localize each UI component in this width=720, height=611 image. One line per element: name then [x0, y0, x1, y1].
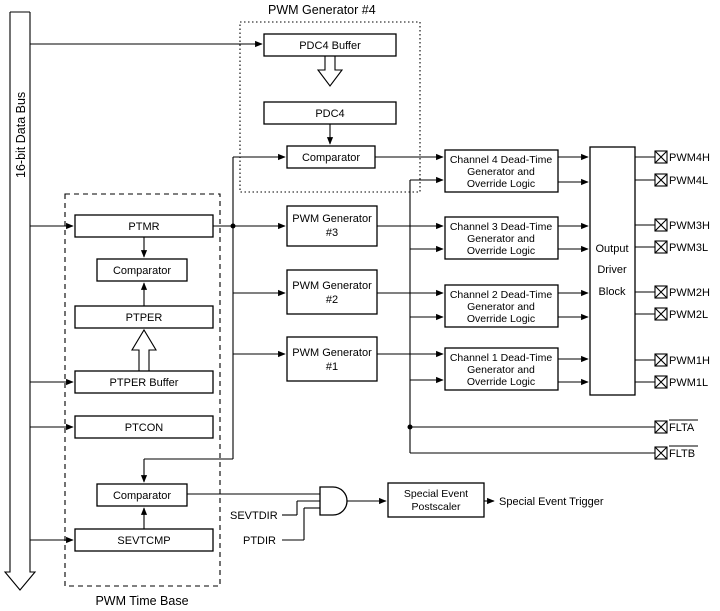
- data-bus-label: 16-bit Data Bus: [14, 92, 28, 178]
- ch1-line1: Channel 1 Dead-Time: [450, 352, 552, 364]
- output-pins: PWM4H PWM4L PWM3H PWM3L PWM2H PWM2L PWM1…: [635, 150, 710, 460]
- sevtdir-label: SEVTDIR: [230, 510, 278, 522]
- ch3-line3: Override Logic: [467, 245, 535, 257]
- ch1-line2: Generator and: [467, 364, 535, 376]
- comparator-tb-label: Comparator: [113, 265, 171, 277]
- channel-1-block: Channel 1 Dead-Time Generator and Overri…: [444, 347, 559, 391]
- postscaler-block: [387, 482, 485, 518]
- transfer-arrow-pdc4: [316, 56, 344, 87]
- pwm-generator-4-group: PWM Generator #4 PDC4 Buffer PDC4 Compar…: [239, 3, 421, 193]
- pin-pwm3l: PWM3L: [654, 240, 708, 254]
- pin-pwm4h-label: PWM4H: [669, 152, 710, 164]
- gen1-line2: #1: [326, 361, 338, 373]
- ptper-label: PTPER: [126, 312, 163, 324]
- pin-pwm4l-label: PWM4L: [669, 175, 708, 187]
- pin-pwm3l-label: PWM3L: [669, 242, 708, 254]
- ch3-line2: Generator and: [467, 233, 535, 245]
- driver-line3: Block: [599, 286, 626, 298]
- ch2-line1: Channel 2 Dead-Time: [450, 289, 552, 301]
- driver-line1: Output: [595, 243, 628, 255]
- ptper-buffer-block: [74, 370, 214, 394]
- ch4-line1: Channel 4 Dead-Time: [450, 154, 552, 166]
- pin-pwm3h: PWM3H: [654, 218, 710, 232]
- time-base-title: PWM Time Base: [95, 594, 188, 608]
- pdc4-label: PDC4: [315, 108, 344, 120]
- pin-fltb-label: FLTB: [669, 448, 695, 460]
- driver-line2: Driver: [597, 264, 627, 276]
- pin-fltb: FLTB: [654, 445, 698, 460]
- pwm-generator-1: PWM Generator #1: [286, 336, 378, 382]
- pwm-gen4-title: PWM Generator #4: [268, 3, 376, 17]
- trigger-label: Special Event Trigger: [499, 496, 604, 508]
- ptcon-block: [74, 415, 214, 439]
- pin-pwm2h-label: PWM2H: [669, 287, 710, 299]
- pwm-generator-3: PWM Generator #3: [286, 205, 378, 247]
- pwm-time-base-group: PWM Time Base PTMR Comparator PTPER PTPE…: [64, 193, 221, 608]
- pin-pwm2l: PWM2L: [654, 307, 708, 321]
- pin-flta-label: FLTA: [669, 422, 695, 434]
- ptper-buffer-label: PTPER Buffer: [110, 377, 179, 389]
- gen2-line2: #2: [326, 294, 338, 306]
- sevtcmp-label: SEVTCMP: [117, 535, 170, 547]
- ptcon-label: PTCON: [125, 422, 164, 434]
- ptdir-label: PTDIR: [243, 535, 276, 547]
- pin-pwm4l: PWM4L: [654, 173, 708, 187]
- pdc4-buffer-label: PDC4 Buffer: [299, 40, 361, 52]
- and-gate: [319, 486, 348, 516]
- pdc4-buffer-block: [263, 33, 397, 57]
- channel-3-block: Channel 3 Dead-Time Generator and Overri…: [444, 216, 559, 260]
- channel-2-block: Channel 2 Dead-Time Generator and Overri…: [444, 284, 559, 328]
- gen2-line1: PWM Generator: [292, 280, 372, 292]
- ch4-line3: Override Logic: [467, 178, 535, 190]
- output-driver-block: Output Driver Block: [589, 146, 636, 396]
- ch2-line2: Generator and: [467, 301, 535, 313]
- postscaler-line1: Special Event: [404, 488, 468, 500]
- transfer-arrow-ptper: [131, 328, 157, 371]
- ch2-line3: Override Logic: [467, 313, 535, 325]
- gen3-line2: #3: [326, 227, 338, 239]
- pin-pwm1l: PWM1L: [654, 375, 708, 389]
- ch4-line2: Generator and: [467, 166, 535, 178]
- pwm-generator-2: PWM Generator #2: [286, 269, 378, 315]
- comparator-sevt-label: Comparator: [113, 490, 171, 502]
- override-bus: [407, 176, 655, 454]
- data-bus: 16-bit Data Bus: [3, 11, 37, 591]
- comparator-tb-block: [96, 258, 188, 282]
- pin-pwm3h-label: PWM3H: [669, 220, 710, 232]
- comparator-sevt-block: [96, 483, 188, 507]
- ch3-line1: Channel 3 Dead-Time: [450, 221, 552, 233]
- special-event-logic: SEVTDIR PTDIR Special Event Postscaler S…: [187, 482, 604, 547]
- pin-pwm2h: PWM2H: [654, 285, 710, 299]
- ptmr-label: PTMR: [128, 221, 159, 233]
- pin-pwm2l-label: PWM2L: [669, 309, 708, 321]
- pin-pwm1h: PWM1H: [654, 353, 710, 367]
- ptmr-distribution: [140, 153, 286, 483]
- sevtcmp-block: [74, 528, 214, 552]
- gen3-line1: PWM Generator: [292, 213, 372, 225]
- comparator-gen4-label: Comparator: [302, 152, 360, 164]
- channel-to-driver-lines: [558, 153, 589, 386]
- pin-pwm1h-label: PWM1H: [669, 355, 710, 367]
- pin-pwm1l-label: PWM1L: [669, 377, 708, 389]
- postscaler-line2: Postscaler: [411, 501, 461, 513]
- bus-taps: [30, 40, 263, 544]
- pin-flta: FLTA: [654, 419, 698, 434]
- pin-pwm4h: PWM4H: [654, 150, 710, 164]
- gen1-line1: PWM Generator: [292, 347, 372, 359]
- ptper-block: [74, 305, 214, 329]
- ch1-line3: Override Logic: [467, 376, 535, 388]
- generator-to-channel-lines: [375, 153, 444, 358]
- channel-4-block: Channel 4 Dead-Time Generator and Overri…: [444, 149, 559, 193]
